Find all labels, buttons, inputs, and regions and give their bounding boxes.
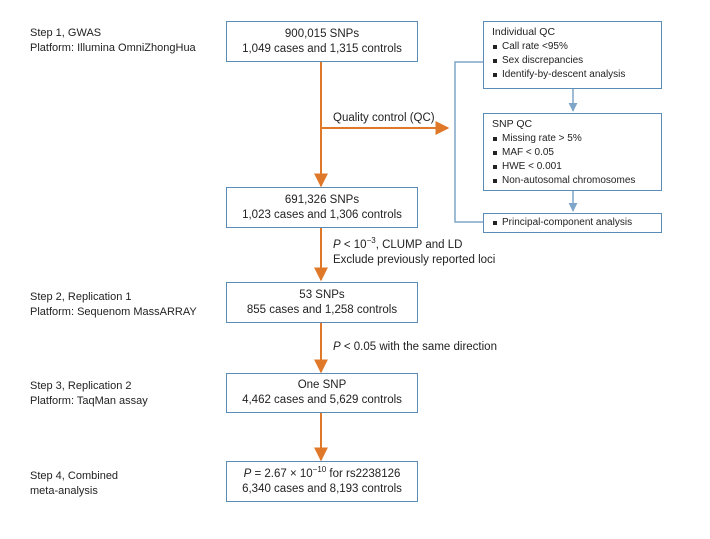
list-item: Missing rate > 5% (492, 132, 653, 146)
filter-1-line2: Exclude previously reported loci (333, 254, 496, 266)
list-item: Call rate <95% (492, 40, 653, 54)
pca-box: Principal-component analysis (483, 213, 662, 233)
list-item: Principal-component analysis (492, 216, 653, 230)
list-item: Non-autosomal chromosomes (492, 174, 653, 188)
qc-annotation: Quality control (QC) (333, 112, 435, 124)
filter-2-annotation: P < 0.05 with the same direction (333, 341, 497, 353)
step-2-title: Step 2, Replication 1 (30, 291, 132, 303)
step-4-platform: meta-analysis (30, 485, 98, 497)
replication-2-snps: One SNP (297, 379, 347, 391)
meta-p-value: P = 2.67 × 10−10 for rs2238126 (243, 464, 401, 480)
replication-1-snps: 53 SNPs (299, 288, 345, 301)
after-qc-snps: 691,326 SNPs (284, 193, 360, 206)
replication-1-box: 53 SNPs 855 cases and 1,258 controls (226, 282, 418, 323)
individual-qc-box: Individual QC Call rate <95% Sex discrep… (483, 21, 662, 89)
gwas-samples: 1,049 cases and 1,315 controls (242, 42, 402, 55)
meta-analysis-box: P = 2.67 × 10−10 for rs2238126 6,340 cas… (226, 461, 418, 502)
step-3-platform: Platform: TaqMan assay (30, 395, 148, 407)
after-qc-samples: 1,023 cases and 1,306 controls (242, 208, 402, 221)
replication-1-samples: 855 cases and 1,258 controls (246, 303, 398, 316)
individual-qc-list: Call rate <95% Sex discrepancies Identif… (492, 40, 653, 82)
step-3-label: Step 3, Replication 2 Platform: TaqMan a… (30, 379, 148, 409)
step-1-title: Step 1, GWAS (30, 27, 102, 39)
filter-1-annotation: P < 10−3, CLUMP and LD Exclude previousl… (333, 236, 496, 266)
snp-qc-list: Missing rate > 5% MAF < 0.05 HWE < 0.001… (492, 132, 653, 188)
list-item: Identify-by-descent analysis (492, 68, 653, 82)
step-4-title: Step 4, Combined (30, 470, 119, 482)
after-qc-box: 691,326 SNPs 1,023 cases and 1,306 contr… (226, 187, 418, 228)
replication-2-samples: 4,462 cases and 5,629 controls (242, 394, 402, 406)
meta-samples: 6,340 cases and 8,193 controls (242, 482, 402, 495)
qc-bracket-line (454, 61, 483, 223)
step-2-label: Step 2, Replication 1 Platform: Sequenom… (30, 290, 197, 320)
replication-2-box: One SNP 4,462 cases and 5,629 controls (226, 373, 418, 413)
list-item: HWE < 0.001 (492, 160, 653, 174)
step-2-platform: Platform: Sequenom MassARRAY (30, 306, 197, 318)
step-4-label: Step 4, Combined meta-analysis (30, 469, 118, 499)
step-3-title: Step 3, Replication 2 (30, 380, 132, 392)
step-1-label: Step 1, GWAS Platform: Illumina OmniZhon… (30, 26, 196, 56)
snp-qc-box: SNP QC Missing rate > 5% MAF < 0.05 HWE … (483, 113, 662, 191)
list-item: Sex discrepancies (492, 54, 653, 68)
pca-list: Principal-component analysis (492, 216, 653, 230)
snp-qc-title: SNP QC (492, 118, 533, 130)
list-item: MAF < 0.05 (492, 146, 653, 160)
individual-qc-title: Individual QC (492, 26, 556, 38)
gwas-box: 900,015 SNPs 1,049 cases and 1,315 contr… (226, 21, 418, 62)
step-1-platform: Platform: Illumina OmniZhongHua (30, 42, 196, 54)
gwas-snps: 900,015 SNPs (284, 27, 360, 40)
